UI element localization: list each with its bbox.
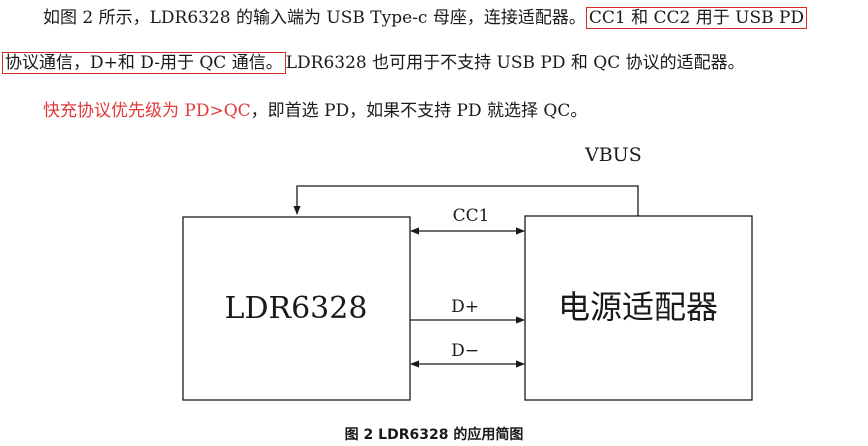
highlight-box-cc: CC1 和 CC2 用于 USB PD: [585, 7, 808, 29]
vbus-line: [293, 185, 639, 216]
power-adapter-block-label: 电源适配器: [558, 288, 718, 326]
paragraph-line-1: 如图 2 所示，LDR6328 的输入端为 USB Type-c 母座，连接适配…: [43, 6, 808, 30]
line3-text: ，即首选 PD，如果不支持 PD 就选择 QC。: [250, 101, 588, 121]
paragraph-line-3: 快充协议优先级为 PD>QC，即首选 PD，如果不支持 PD 就选择 QC。: [43, 99, 587, 123]
line1-text: 如图 2 所示，LDR6328 的输入端为 USB Type-c 母座，连接适配…: [43, 8, 586, 28]
priority-red-text: 快充协议优先级为 PD>QC: [43, 101, 251, 121]
figure-caption: 图 2 LDR6328 的应用简图: [344, 427, 524, 443]
ldr6328-block: [182, 216, 411, 401]
cc1-label: CC1: [453, 206, 490, 226]
dplus-label: D+: [451, 297, 479, 317]
power-adapter-block: [524, 215, 753, 401]
line2-text: LDR6328 也可用于不支持 USB PD 和 QC 协议的适配器。: [285, 53, 745, 73]
vbus-label: VBUS: [584, 144, 642, 166]
ldr6328-block-label: LDR6328: [225, 291, 368, 326]
highlight-box-qc: 协议通信，D+和 D-用于 QC 通信。: [2, 52, 286, 74]
paragraph-line-2: 协议通信，D+和 D-用于 QC 通信。LDR6328 也可用于不支持 USB …: [2, 51, 745, 75]
dminus-label: D−: [451, 341, 479, 361]
